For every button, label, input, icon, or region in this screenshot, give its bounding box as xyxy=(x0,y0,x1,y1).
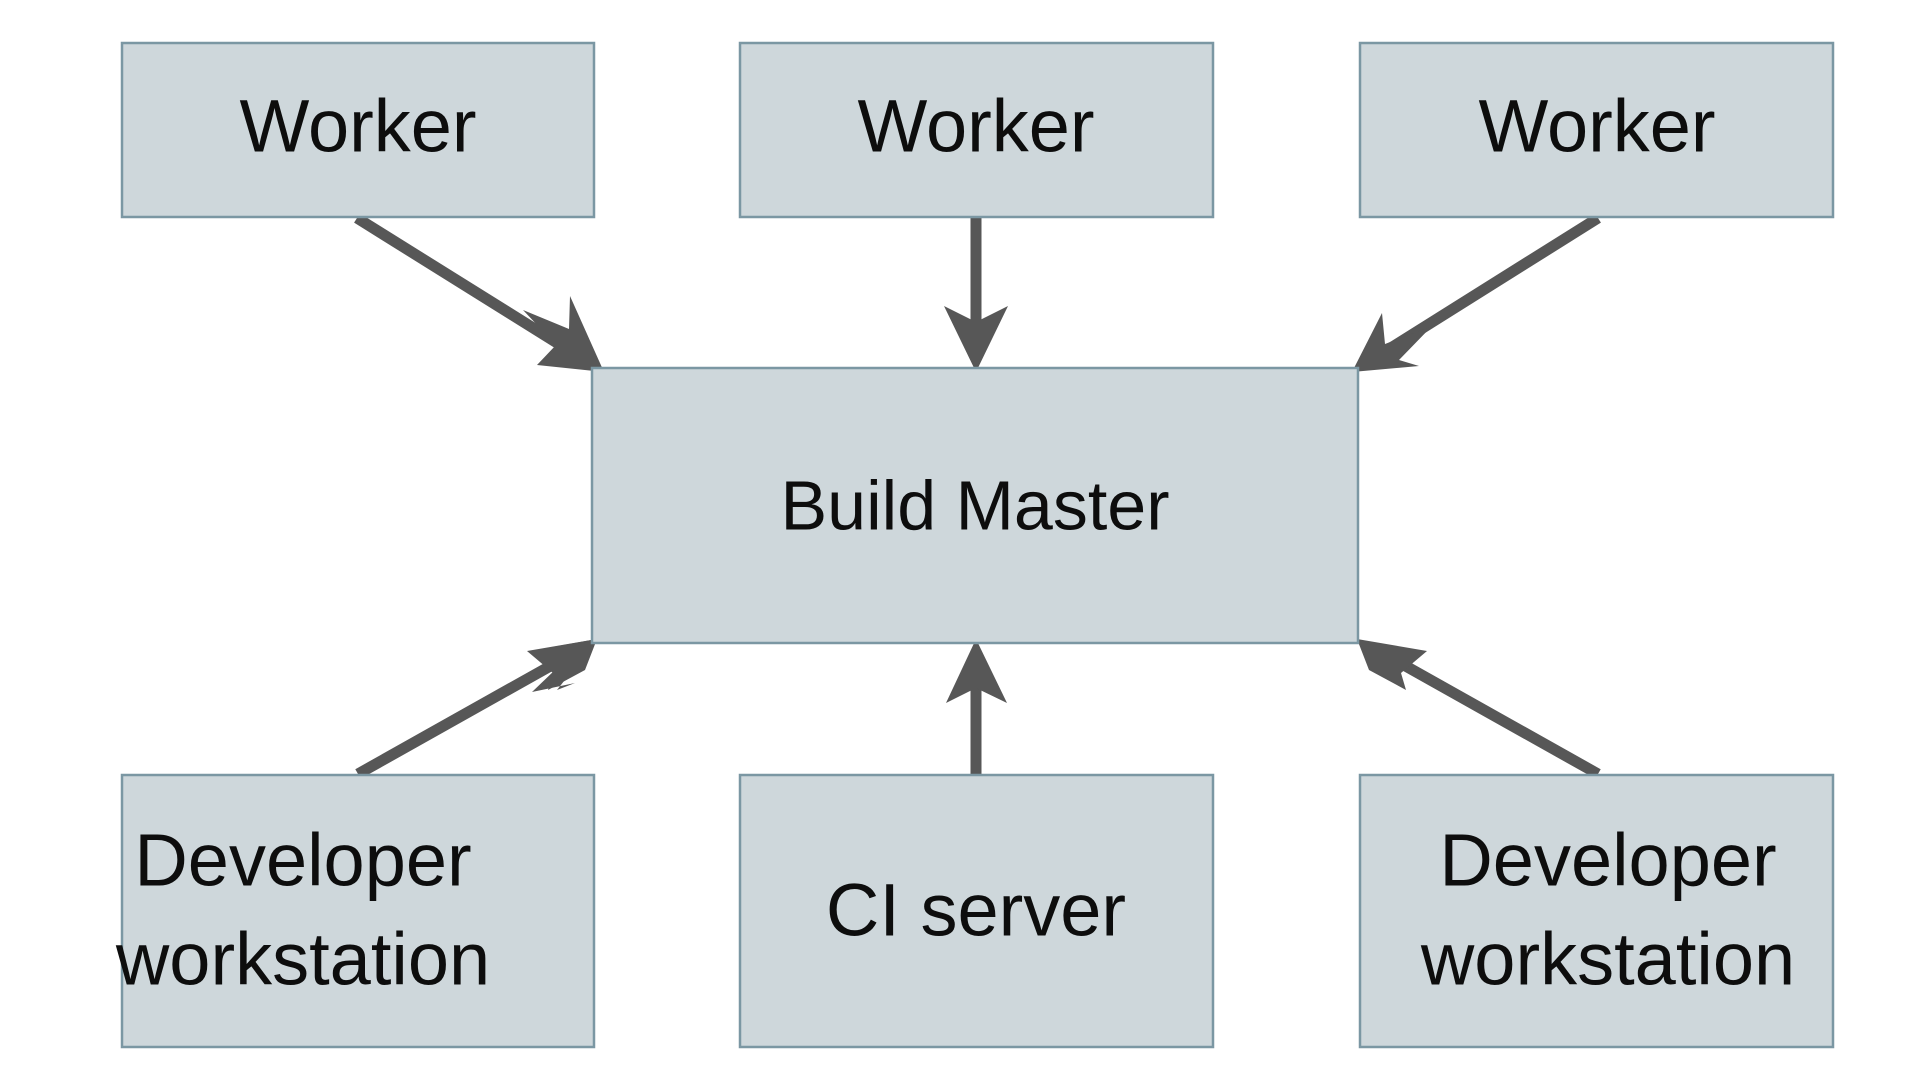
edge-worker3-to-master-arrowhead xyxy=(1352,313,1432,372)
node-developer-workstation-right[interactable]: Developer workstation xyxy=(1358,773,1835,1049)
edge-devright-to-master xyxy=(1357,639,1601,779)
edge-worker1-to-master-arrowhead xyxy=(523,296,604,372)
node-worker-2-box[interactable] xyxy=(738,41,1215,219)
node-layer: Worker Worker Worker Build Master Develo… xyxy=(115,41,1835,1049)
edge-worker1-to-master-line xyxy=(354,213,581,361)
edge-devright-to-master-line xyxy=(1383,650,1601,779)
node-worker-3-label: Worker xyxy=(1478,85,1715,168)
node-developer-workstation-right-box[interactable] xyxy=(1358,773,1835,1049)
node-developer-workstation-left-box[interactable] xyxy=(120,773,596,1049)
node-worker-1[interactable]: Worker xyxy=(120,41,596,219)
edge-worker2-to-master xyxy=(944,218,1008,372)
node-worker-3-box[interactable] xyxy=(1358,41,1835,219)
node-worker-1-box[interactable] xyxy=(120,41,596,219)
node-developer-workstation-left-label-line1: Developer xyxy=(134,819,471,902)
edge-devleft-to-master xyxy=(355,639,597,779)
edge-worker1-to-master xyxy=(354,213,604,372)
node-worker-3[interactable]: Worker xyxy=(1358,41,1835,219)
edge-layer xyxy=(354,213,1601,779)
node-worker-1-label: Worker xyxy=(239,85,476,168)
edge-worker2-to-master-arrowhead xyxy=(944,306,1008,372)
node-build-master[interactable]: Build Master xyxy=(590,366,1360,645)
node-developer-workstation-right-label-line2: workstation xyxy=(1420,918,1795,1001)
node-worker-2-label: Worker xyxy=(857,85,1094,168)
node-build-master-box[interactable] xyxy=(590,366,1360,645)
edge-devleft-to-master-line xyxy=(355,650,573,779)
node-developer-workstation-left-label-line2: workstation xyxy=(115,918,490,1001)
node-ci-server[interactable]: CI server xyxy=(738,773,1215,1049)
node-developer-workstation-left[interactable]: Developer workstation xyxy=(115,773,596,1049)
node-developer-workstation-right-label-line1: Developer xyxy=(1439,819,1776,902)
edge-devright-to-master-arrowhead xyxy=(1357,639,1427,690)
node-ci-server-label: CI server xyxy=(826,869,1126,952)
node-build-master-label: Build Master xyxy=(780,466,1169,544)
edge-ci-to-master-arrowhead xyxy=(946,639,1007,703)
edge-worker3-to-master xyxy=(1352,213,1601,372)
node-ci-server-box[interactable] xyxy=(738,773,1215,1049)
edge-ci-to-master xyxy=(946,639,1007,774)
edge-devleft-to-master-arrowhead xyxy=(527,639,597,690)
node-worker-2[interactable]: Worker xyxy=(738,41,1215,219)
